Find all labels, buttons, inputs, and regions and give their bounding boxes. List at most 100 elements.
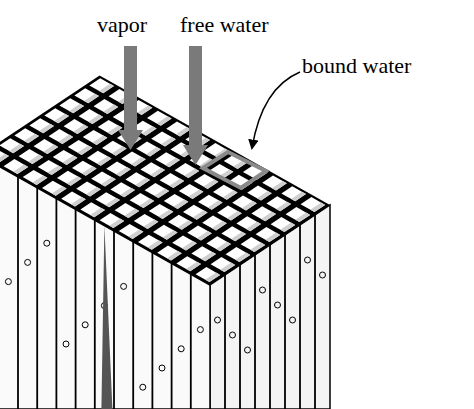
fiber-wall (132, 242, 134, 409)
lumen-shade (159, 209, 174, 219)
lumen-shade (189, 189, 204, 199)
lumen-shade (167, 251, 182, 261)
pit (178, 346, 184, 352)
cell-lumen (262, 176, 287, 191)
fiber-wall (299, 225, 301, 409)
lumen-shade (157, 116, 172, 126)
cell-lumen (130, 193, 155, 208)
lumen-shade (148, 240, 163, 250)
lumen-shade (201, 252, 216, 261)
fiber-wall (94, 220, 96, 409)
cell-lumen (149, 204, 174, 219)
lumen-shade (9, 144, 24, 154)
cell-lumen (119, 224, 144, 239)
lumen-shade (174, 199, 189, 209)
free-water-arrow (183, 46, 208, 165)
cell-lumen (221, 226, 246, 241)
fiber-wall (17, 177, 19, 409)
cell-lumen (0, 138, 24, 153)
cell-lumen (206, 236, 231, 251)
cell-lumen (57, 171, 82, 186)
cell-lumen (196, 267, 221, 282)
lumen-shade (165, 158, 180, 168)
fiber-wall (151, 253, 153, 409)
pit (305, 257, 311, 263)
lumen-shade (109, 219, 124, 229)
fiber-wall (284, 235, 286, 409)
cell-lumen (155, 152, 180, 167)
lumen-shade (43, 145, 58, 155)
fiber-wall (314, 215, 316, 409)
lumen-shade (276, 202, 291, 212)
lumen-shade (24, 134, 39, 144)
lumen-shade (161, 137, 176, 147)
pit (320, 272, 326, 278)
lumen-shade (28, 155, 43, 165)
pit (25, 259, 31, 265)
lumen-shade (176, 127, 191, 137)
cell-lumen (23, 170, 48, 185)
fiber-wall (75, 209, 77, 409)
lumen-shade (216, 242, 231, 252)
pit (290, 317, 296, 323)
lumen-shade (71, 197, 86, 207)
right-face (210, 205, 330, 409)
fiber-wall (56, 199, 58, 409)
fiber-wall (36, 188, 38, 409)
cell-lumen (110, 182, 135, 197)
pit (260, 287, 266, 293)
callout-label: vapor (97, 14, 147, 36)
cell-lumen (0, 148, 9, 163)
lumen-shade (197, 231, 212, 241)
lumen-shade (84, 94, 99, 104)
cell-lumen (42, 181, 67, 196)
cell-lumen (91, 172, 116, 187)
pit (275, 302, 281, 308)
cell-lumen (160, 173, 185, 188)
lumen-shade (154, 189, 169, 199)
fiber-wall (171, 263, 173, 409)
cell-lumen (157, 246, 182, 261)
cell-lumen (94, 99, 119, 114)
cell-lumen (151, 132, 176, 147)
lumen-shade (112, 146, 127, 156)
pit (63, 341, 69, 347)
cell-lumen (286, 207, 311, 222)
cell-lumen (140, 162, 165, 177)
lumen-shade (223, 190, 238, 200)
cell-lumen (44, 108, 69, 123)
cell-lumen (241, 237, 266, 252)
cell-lumen (147, 111, 172, 126)
cell-lumen (232, 196, 257, 211)
lumen-shade (73, 125, 88, 135)
lumen-shade (101, 177, 116, 187)
lumen-shade (90, 208, 105, 218)
cell-lumen (87, 151, 112, 166)
cell-lumen (4, 159, 29, 174)
cell-lumen (53, 150, 78, 165)
cell-lumen (175, 163, 200, 178)
cell-lumen (68, 140, 93, 155)
leader-arrow (252, 72, 300, 148)
lumen-shade (99, 84, 114, 94)
cell-lumen (166, 122, 191, 137)
lumen-shade (204, 179, 219, 189)
lumen-shade (208, 200, 223, 210)
lumen-shade (150, 168, 165, 178)
lumen-shade (86, 187, 101, 197)
lumen-shade (280, 223, 295, 233)
lumen-shade (142, 126, 157, 136)
lumen-shade (242, 201, 257, 211)
top-face (0, 75, 330, 285)
lumen-shade (169, 179, 184, 189)
top-outline (0, 75, 330, 285)
pit (197, 327, 203, 333)
lumen-shade (261, 212, 276, 222)
cell-lumen (89, 78, 114, 93)
cell-lumen (145, 183, 170, 198)
cell-lumen (251, 206, 276, 221)
cell-lumen (187, 226, 212, 241)
lumen-shade (295, 213, 310, 223)
fiber-wall (224, 275, 226, 409)
lumen-shade (13, 165, 28, 175)
